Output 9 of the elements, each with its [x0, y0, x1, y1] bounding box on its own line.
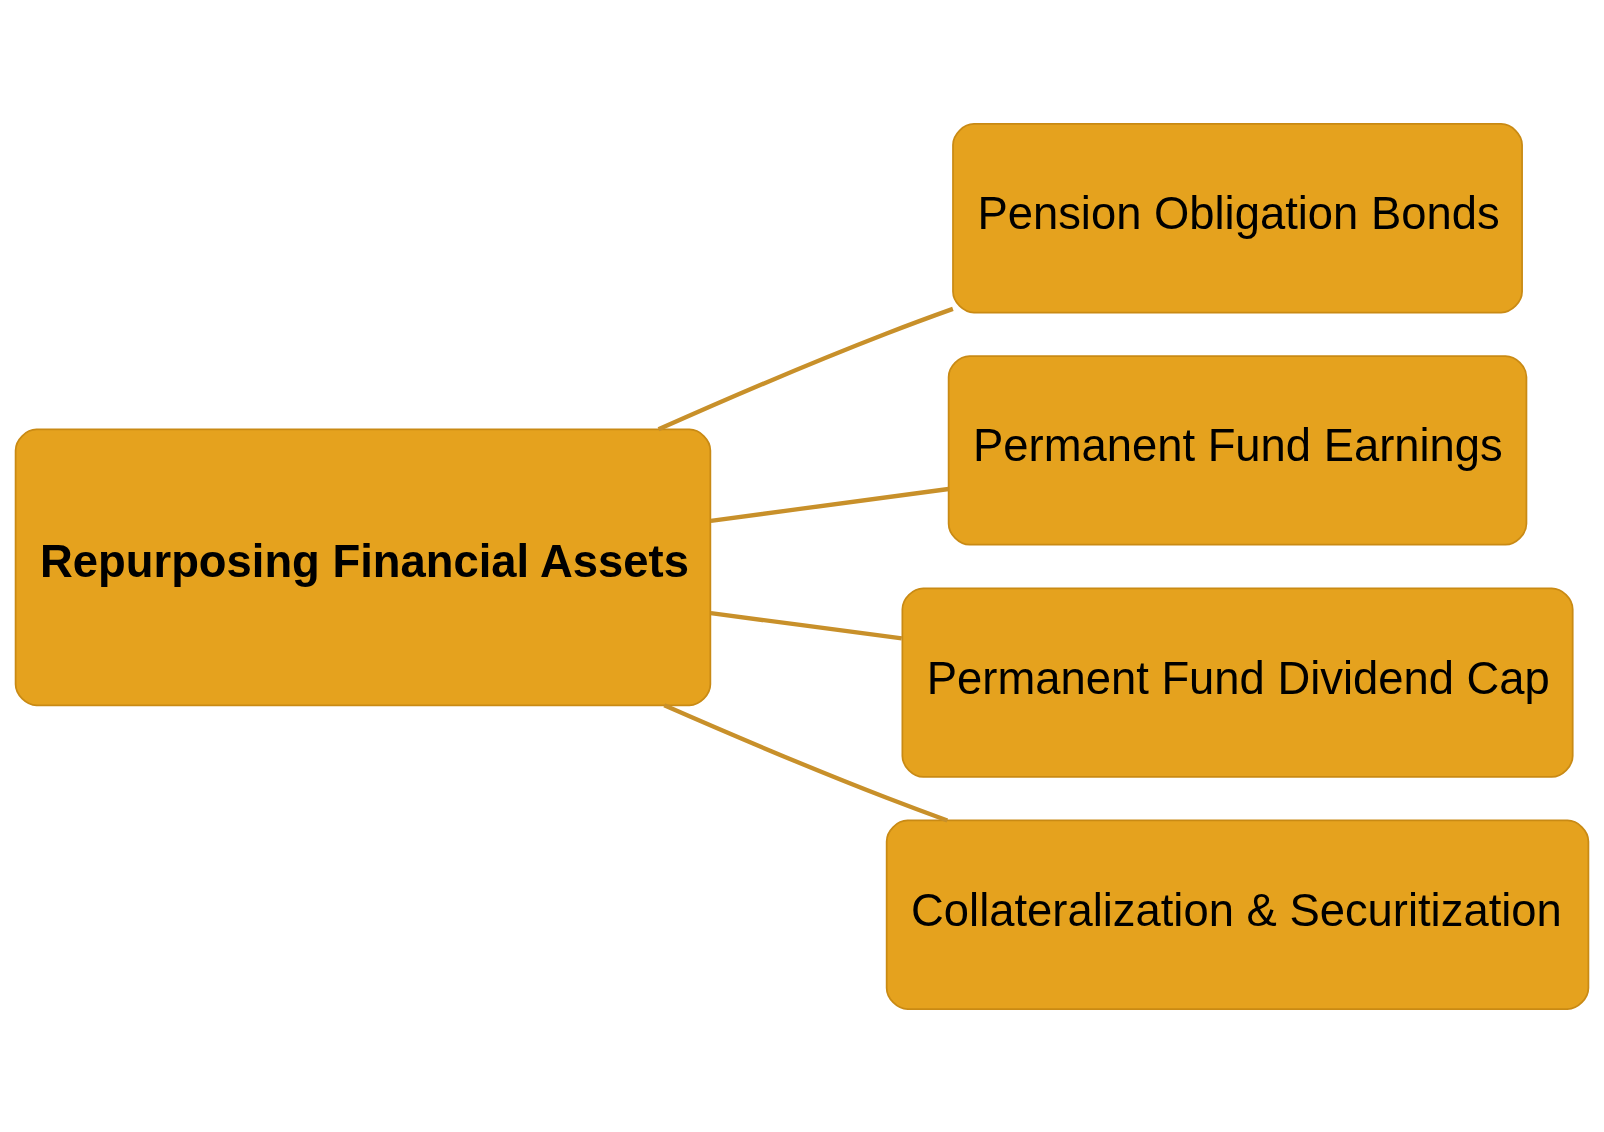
connector — [710, 610, 903, 641]
connector — [710, 486, 949, 523]
node-box: Repurposing Financial Assets — [14, 428, 712, 706]
node-box: Permanent Fund Earnings — [947, 354, 1528, 546]
node-box: Permanent Fund Dividend Cap — [901, 586, 1574, 778]
connector — [663, 702, 949, 823]
node-box: Pension Obligation Bonds — [952, 122, 1523, 313]
connector — [657, 306, 954, 431]
node-box: Collateralization & Securitization — [885, 819, 1590, 1010]
